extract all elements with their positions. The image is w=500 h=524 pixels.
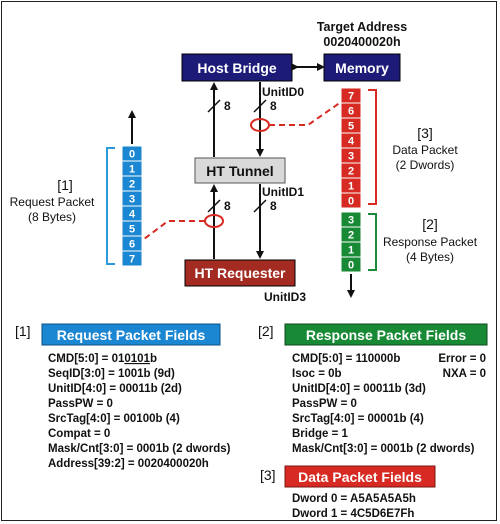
request-field-cmd-prefix: CMD[5:0] = 01 (48, 353, 125, 365)
data-packet-cell-label: 7 (348, 91, 354, 103)
request-field-line: Mask/Cnt[3:0] = 0001b (2 dwords) (48, 443, 231, 455)
request-packet-cell-label: 1 (129, 164, 135, 176)
data-packet-cells: 7 6 5 4 3 2 1 0 (340, 87, 362, 209)
response-field-nxa: NXA = 0 (443, 368, 486, 380)
bus-slash-4 (253, 199, 267, 213)
data-packet-cell-label: 6 (348, 106, 354, 118)
response-packet-cell-label: 1 (348, 245, 354, 257)
ht-tunnel-label: HT Tunnel (206, 163, 273, 179)
request-field-cmd-underlined: 0101 (124, 353, 150, 365)
response-field-line: Bridge = 1 (292, 428, 349, 440)
memory-label: Memory (335, 60, 389, 76)
ht-tunnel-box (194, 157, 286, 184)
response-packet-cell (340, 256, 362, 273)
response-field-line: CMD[5:0] = 110000b (292, 353, 400, 365)
data-packet-cell (340, 192, 362, 209)
data-packet-cell-label: 5 (348, 121, 354, 133)
response-brace (368, 213, 377, 271)
request-field-cmd: CMD[5:0] = 010101b (48, 353, 157, 365)
target-address-label: Target Address (317, 20, 407, 34)
request-fields-header (41, 323, 221, 346)
request-packet-cell-label: 2 (129, 179, 135, 191)
response-field-line: SrcTag[4:0] = 00001b (4) (292, 413, 424, 425)
data-field-line: Dword 1 = 4C5D6E7Fh (292, 508, 414, 520)
request-fields-title: Request Packet Fields (57, 327, 206, 343)
request-field-line: UnitID[4:0] = 00011b (2d) (48, 383, 182, 395)
data-brace (368, 89, 377, 205)
response-fields-tag: [2] (258, 323, 274, 339)
bus-slash-2 (253, 99, 267, 113)
request-packet-cell-label: 0 (129, 149, 135, 161)
request-packet-cell (121, 250, 143, 267)
data-packet-cell-label: 4 (348, 136, 355, 148)
request-packet-cell-label: 6 (129, 239, 135, 251)
request-packet-cell-label: 3 (129, 194, 135, 206)
data-fields-title: Data Packet Fields (298, 469, 422, 485)
request-field-line: SrcTag[4:0] = 00100b (4) (48, 413, 180, 425)
unitid1-label: UnitID1 (262, 185, 304, 199)
request-field-line: Address[39:2] = 0020400020h (48, 458, 209, 470)
response-packet-tag: [2] (422, 216, 438, 232)
request-packet-tag: [1] (57, 177, 73, 193)
request-field-line: PassPW = 0 (48, 398, 113, 410)
data-field-line: Dword 0 = A5A5A5A5h (292, 493, 416, 505)
response-packet-title: Response Packet (383, 235, 478, 249)
data-packet-cell-label: 3 (348, 151, 354, 163)
response-field-line: Mask/Cnt[3:0] = 0001b (2 dwords) (292, 443, 475, 455)
data-packet-title: Data Packet (392, 143, 458, 157)
host-bridge-box (181, 53, 293, 82)
bus-slash-1 (207, 99, 221, 113)
bus-width-3: 8 (224, 199, 231, 213)
callout-request-packet (131, 220, 205, 249)
request-field-line: SeqID[3:0] = 1001b (9d) (48, 368, 175, 380)
memory-box (323, 53, 401, 82)
request-brace (106, 147, 115, 265)
response-packet-cell-label: 0 (348, 260, 354, 272)
data-fields-header (284, 465, 436, 488)
bus-width-1: 8 (224, 99, 231, 113)
response-field-error: Error = 0 (438, 353, 486, 365)
data-fields-tag: [3] (260, 467, 276, 483)
bus-width-4: 8 (270, 199, 277, 213)
response-field-line: UnitID[4:0] = 00011b (3d) (292, 383, 426, 395)
response-field-line: Isoc = 0b (292, 368, 342, 380)
response-field-line: PassPW = 0 (292, 398, 357, 410)
unitid0-label: UnitID0 (262, 85, 304, 99)
response-packet-cell-label: 3 (348, 215, 354, 227)
response-packet-size: (4 Bytes) (406, 250, 454, 264)
response-packet-cells: 3 2 1 0 (340, 211, 362, 273)
data-packet-cell-label: 0 (348, 196, 354, 208)
host-bridge-label: Host Bridge (197, 60, 277, 76)
ht-requester-label: HT Requester (194, 265, 286, 281)
request-packet-cell-label: 7 (129, 254, 135, 266)
request-packet-cells: 0 1 2 3 4 5 6 7 (121, 145, 143, 267)
data-packet-tag: [3] (417, 125, 433, 141)
data-packet-cell-label: 2 (348, 166, 354, 178)
request-fields-tag: [1] (15, 323, 31, 339)
request-packet-size: (8 Bytes) (28, 210, 76, 224)
target-address-value: 0020400020h (323, 35, 400, 49)
request-field-line: Compat = 0 (48, 428, 110, 440)
callout-data-packet (269, 101, 342, 126)
request-packet-cell-label: 4 (129, 209, 136, 221)
response-fields-title: Response Packet Fields (306, 327, 467, 343)
unitid3-label: UnitID3 (264, 290, 306, 304)
ht-requester-box (184, 259, 296, 287)
response-fields-header (284, 323, 488, 346)
bus-width-2: 8 (270, 99, 277, 113)
request-packet-cell-label: 5 (129, 224, 135, 236)
data-packet-cell-label: 1 (348, 181, 354, 193)
request-field-cmd-suffix: b (150, 353, 157, 365)
request-packet-title: Request Packet (10, 195, 95, 209)
response-packet-cell-label: 2 (348, 230, 354, 242)
bus-slash-3 (207, 199, 221, 213)
data-packet-size: (2 Dwords) (396, 158, 455, 172)
